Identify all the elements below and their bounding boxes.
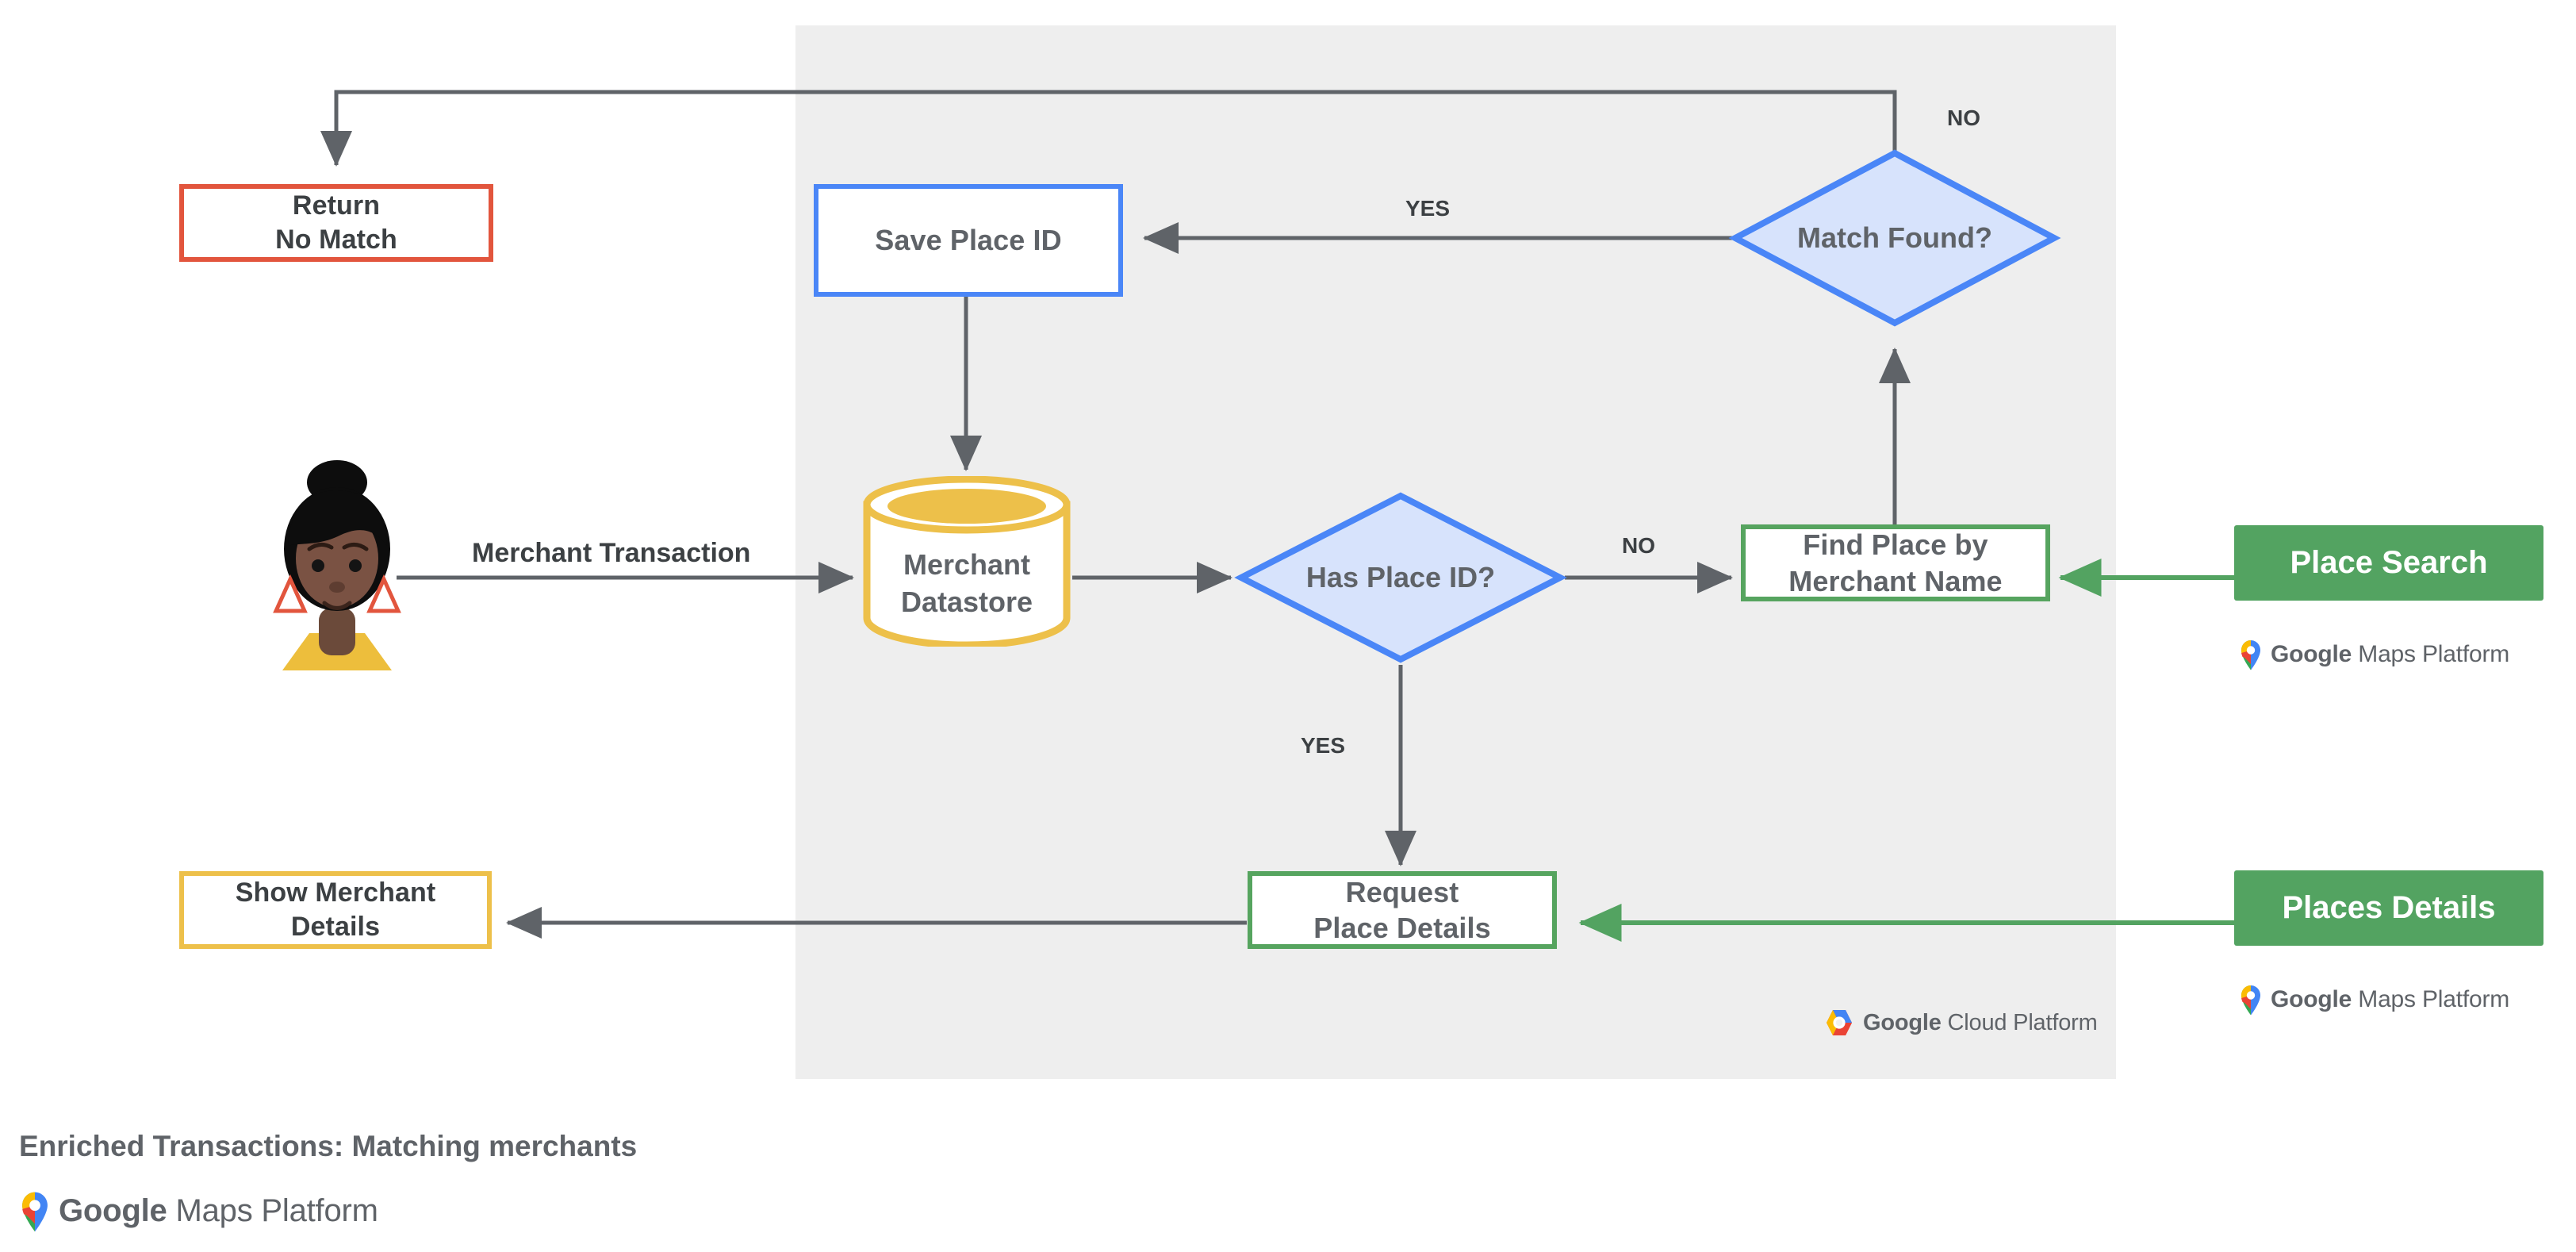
maps-platform-wordmark: Google Maps Platform: [59, 1193, 378, 1228]
edge-label-match-found-yes: YES: [1405, 196, 1451, 221]
edge-label-has-place-id-no: NO: [1622, 533, 1655, 558]
google-cloud-hexagon-icon: [1827, 1010, 1852, 1035]
google-maps-pin-icon: [22, 1192, 48, 1232]
edge-label-merchant-transaction: Merchant Transaction: [472, 538, 751, 568]
places-details-maps-platform-lockup: Google Maps Platform: [2239, 984, 2509, 1016]
google-wordmark: Google: [2271, 986, 2352, 1012]
node-request-place-details[interactable]: Request Place Details: [1248, 871, 1557, 949]
google-wordmark: Google: [59, 1193, 167, 1228]
node-show-merchant-details-line1: Show Merchant: [235, 878, 436, 908]
node-has-place-id[interactable]: Has Place ID?: [1234, 492, 1567, 663]
edge-label-match-found-no: NO: [1947, 106, 1980, 130]
node-merchant-datastore-line2: Datastore: [900, 585, 1033, 618]
google-wordmark: Google: [2271, 641, 2352, 667]
node-merchant-datastore[interactable]: Merchant Datastore: [863, 476, 1071, 647]
node-show-merchant-details-line2: Details: [290, 912, 381, 942]
node-return-no-match[interactable]: Return No Match: [179, 184, 493, 262]
google-wordmark: Google: [1863, 1009, 1942, 1035]
node-show-merchant-details[interactable]: Show Merchant Details: [179, 871, 492, 949]
footer-maps-platform-lockup: Google Maps Platform: [19, 1190, 378, 1232]
customer-avatar: [262, 460, 412, 670]
node-return-no-match-line1: Return: [292, 190, 381, 221]
google-maps-pin-icon: [2241, 640, 2260, 670]
node-request-place-details-line1: Request: [1345, 875, 1459, 908]
node-find-place-by-merchant-name[interactable]: Find Place by Merchant Name: [1741, 524, 2050, 601]
node-save-place-id-label: Save Place ID: [875, 224, 1062, 257]
node-save-place-id[interactable]: Save Place ID: [814, 184, 1123, 297]
chip-places-details[interactable]: Places Details: [2234, 870, 2543, 946]
node-merchant-datastore-label: Merchant Datastore: [863, 520, 1071, 647]
node-find-place-line2: Merchant Name: [1788, 564, 2003, 597]
diagram-title: Enriched Transactions: Matching merchant…: [19, 1130, 638, 1162]
maps-platform-wordmark: Google Maps Platform: [2271, 986, 2510, 1012]
chip-places-details-label: Places Details: [2282, 890, 2496, 925]
cloud-platform-wordmark: Google Cloud Platform: [1863, 1009, 2098, 1035]
google-maps-pin-icon: [2241, 985, 2260, 1016]
node-request-place-details-line2: Place Details: [1313, 912, 1491, 944]
node-match-found[interactable]: Match Found?: [1728, 149, 2061, 327]
maps-platform-wordmark: Google Maps Platform: [2271, 641, 2510, 667]
node-return-no-match-line2: No Match: [275, 225, 397, 255]
node-find-place-line1: Find Place by: [1803, 528, 1988, 562]
google-cloud-platform-lockup: Google Cloud Platform: [1823, 1009, 2098, 1036]
edge-label-has-place-id-yes: YES: [1301, 733, 1346, 758]
place-search-maps-platform-lockup: Google Maps Platform: [2239, 639, 2509, 670]
chip-place-search[interactable]: Place Search: [2234, 525, 2543, 601]
chip-place-search-label: Place Search: [2290, 545, 2488, 580]
node-merchant-datastore-line1: Merchant: [903, 547, 1031, 581]
